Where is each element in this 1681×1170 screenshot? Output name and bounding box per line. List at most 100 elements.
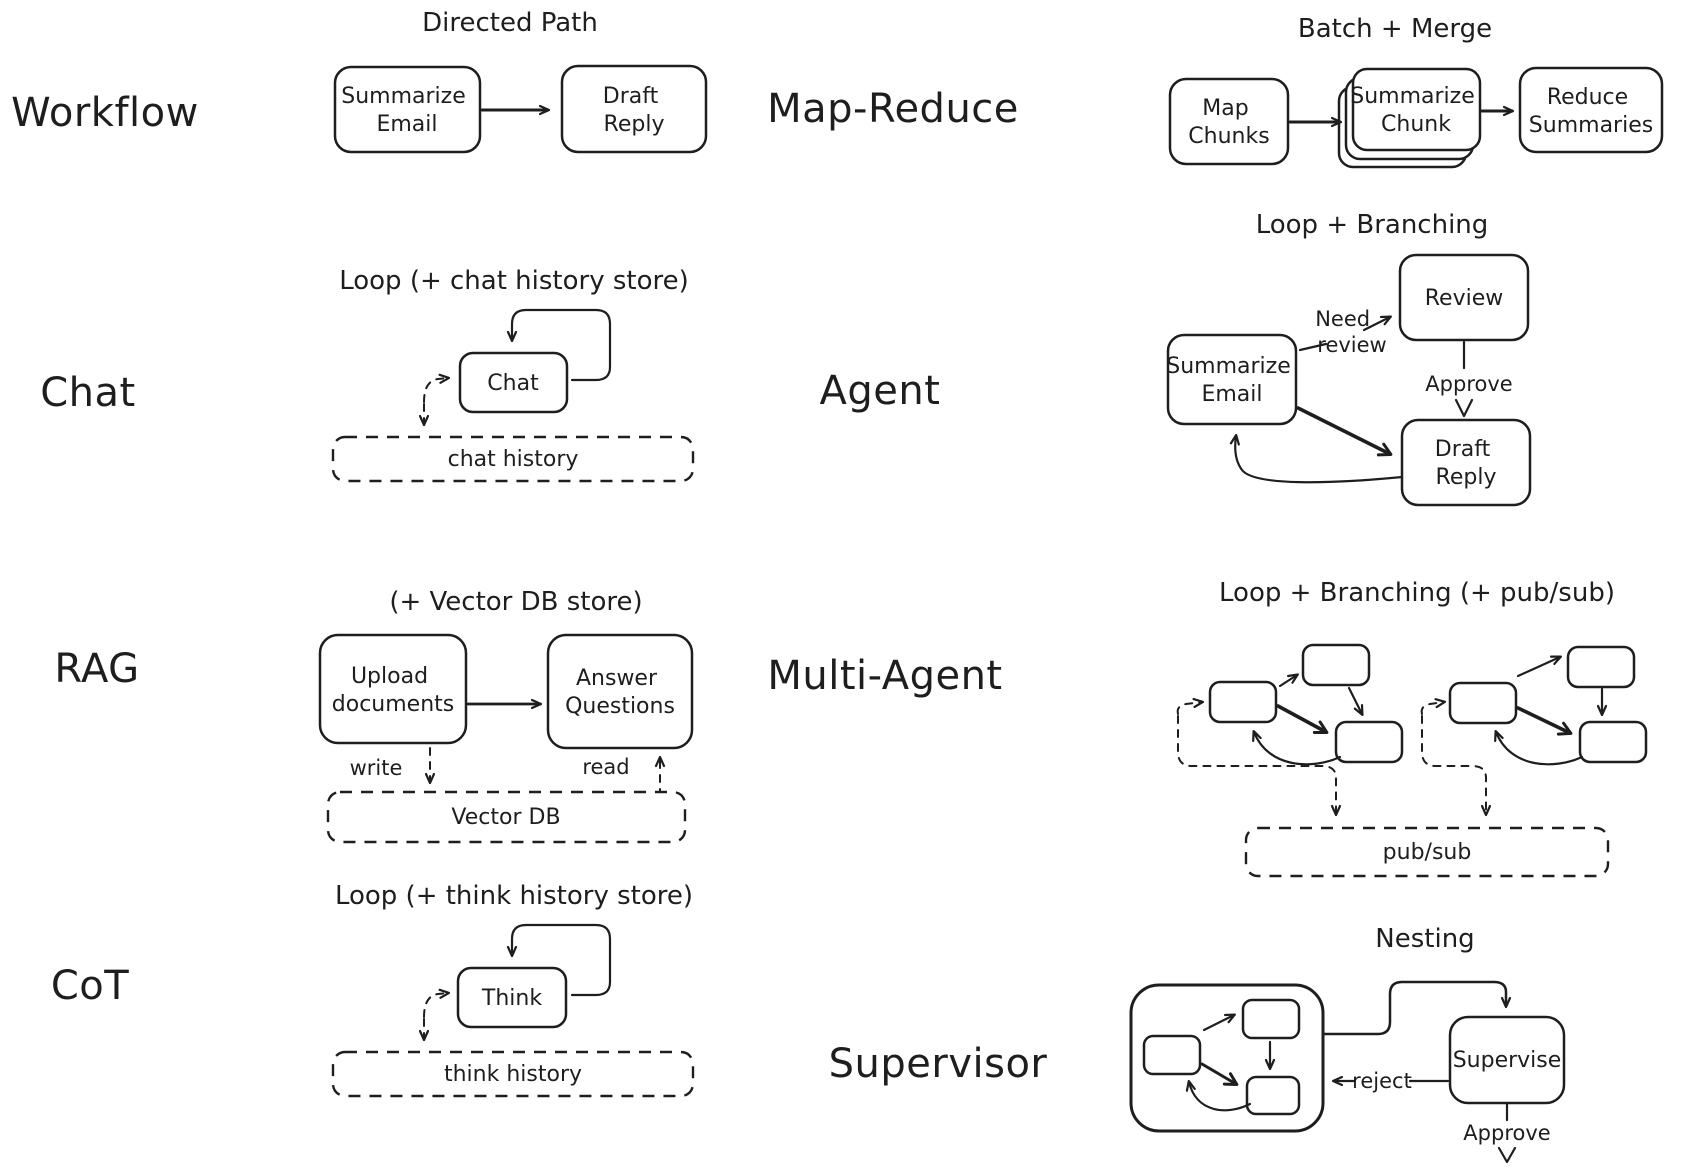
cot-self-loop-arrow [506,923,612,997]
cluster2-loop-back-arrow [1494,729,1584,766]
rag-section: RAG (+ Vector DB store) Upload documents… [54,587,694,844]
map-chunks-node [1168,77,1290,166]
map-reduce-section-label: Map-Reduce [767,86,1019,132]
nested-left-node [1142,1034,1202,1076]
agent-draft-reply-node [1400,418,1532,507]
agent-need-review-dash [1298,342,1328,352]
multi-agent-cluster-2 [1420,645,1648,817]
cluster1-left-to-top-arrow [1278,673,1299,688]
workflow-pattern-title: Directed Path [422,8,598,38]
chat-history-store-text: chat history [448,447,579,472]
agent-approve-label: Approve [1425,372,1512,396]
cot-section: CoT Loop (+ think history store) Think t… [51,881,695,1098]
cluster1-bottom-node [1334,720,1404,764]
nested-loop-back-arrow [1185,1079,1252,1112]
map-reduce-section: Map-Reduce Batch + Merge Map Chunks Summ… [767,14,1664,169]
cluster2-to-pubsub-dashed-arrow [1421,715,1492,817]
agent-draft-to-summarize-arrow [1229,433,1404,484]
cluster2-top-node [1566,645,1636,689]
chat-node-text: Chat [487,371,539,396]
nested-left-to-bottom-arrow [1200,1062,1239,1087]
chat-node [458,351,569,414]
workflow-summarize-email-node [333,65,482,154]
think-node [456,966,568,1029]
pubsub-store [1244,826,1610,878]
cluster2-left-to-top-arrow [1516,655,1563,678]
chat-history-store [331,435,695,483]
supervisor-section-label: Supervisor [829,1041,1048,1087]
chat-entry-dashed-arrow [423,373,451,403]
agent-summarize-to-draft-arrow [1296,406,1393,457]
map-reduce-pattern-title: Batch + Merge [1298,14,1492,44]
cluster2-left-node [1448,681,1518,725]
reduce-summaries-node [1518,66,1664,154]
supervisor-section: Supervisor Nesting Supervise reject Appr… [829,924,1566,1164]
multi-agent-section-label: Multi-Agent [767,653,1002,699]
supervise-node-text: Supervise [1453,1048,1562,1073]
workflow-section-label: Workflow [11,90,199,136]
think-node-text: Think [481,986,542,1011]
vector-db-store-text: Vector DB [451,805,560,830]
agent-summarize-email-node [1166,333,1298,426]
rag-answer-questions-text: Answer Questions [565,666,675,719]
workflow-draft-reply-node [560,64,708,154]
agent-section: Agent Loop + Branching Review Summarize … [820,210,1532,507]
cluster2-entry-dashed-arrow [1420,698,1447,715]
container-to-supervise-arrow [1321,980,1512,1036]
nested-top-node [1241,998,1301,1040]
agent-review-node [1398,253,1530,342]
cluster1-left-to-bottom-arrow [1276,704,1329,735]
agent-draft-reply-text: Draft Reply [1435,437,1497,490]
multi-agent-pattern-title: Loop + Branching (+ pub/sub) [1219,578,1615,608]
nested-bottom-node [1245,1075,1301,1116]
cot-entry-dashed-arrow [423,988,451,1018]
think-history-store [331,1050,695,1098]
cluster2-left-to-bottom-arrow [1516,706,1573,736]
rag-upload-documents-node [318,633,468,745]
agent-summarize-email-text: Summarize Email [1166,354,1298,407]
cot-section-label: CoT [51,963,129,1009]
agent-pattern-title: Loop + Branching [1256,210,1489,240]
supervisor-pattern-title: Nesting [1375,924,1474,954]
agent-approve-arrowhead [1454,398,1474,418]
map-chunks-text: Map Chunks [1188,96,1269,149]
rag-answer-questions-node [546,633,694,750]
cluster1-entry-dashed-arrow [1176,697,1205,715]
chat-section-label: Chat [40,370,135,416]
cluster1-top-to-bottom-arrow [1347,686,1364,716]
multi-agent-cluster-1 [1176,643,1404,817]
cluster2-bottom-node [1578,720,1648,764]
chat-self-loop-arrow [506,308,612,382]
rag-pattern-title: (+ Vector DB store) [389,587,642,617]
rag-write-label: write [350,756,403,780]
cluster1-left-node [1208,680,1278,724]
supervisor-approve-label: Approve [1463,1121,1550,1145]
workflow-section: Workflow Directed Path Summarize Email D… [11,8,708,154]
think-history-store-text: think history [444,1062,582,1087]
agent-review-text: Review [1425,286,1504,311]
cluster1-loop-back-arrow [1252,729,1342,766]
multi-agent-section: Multi-Agent Loop + Branching (+ pub/sub) [767,578,1648,878]
vector-db-store [326,790,687,844]
reduce-summaries-text: Reduce Summaries [1529,85,1653,138]
rag-section-label: RAG [54,646,139,692]
nested-left-to-top-arrow [1202,1013,1236,1032]
summarize-chunk-node [1351,67,1482,152]
summarize-chunk-text: Summarize Chunk [1350,84,1482,137]
rag-upload-documents-text: Upload documents [332,664,454,717]
chat-pattern-title: Loop (+ chat history store) [339,266,689,296]
agent-section-label: Agent [820,368,941,414]
cluster1-top-node [1301,643,1371,687]
cot-pattern-title: Loop (+ think history store) [335,881,693,911]
agent-need-review-arrow [1362,315,1392,332]
agent-need-review-label: Need review [1315,307,1387,357]
cluster1-to-pubsub-dashed-arrow [1177,715,1342,817]
workflow-summarize-email-text: Summarize Email [341,84,473,137]
supervisor-reject-label: reject [1352,1069,1412,1093]
workflow-draft-reply-text: Draft Reply [603,84,665,137]
pubsub-store-text: pub/sub [1383,840,1472,865]
rag-read-label: read [582,755,629,779]
chat-section: Chat Loop (+ chat history store) Chat ch… [40,266,695,483]
